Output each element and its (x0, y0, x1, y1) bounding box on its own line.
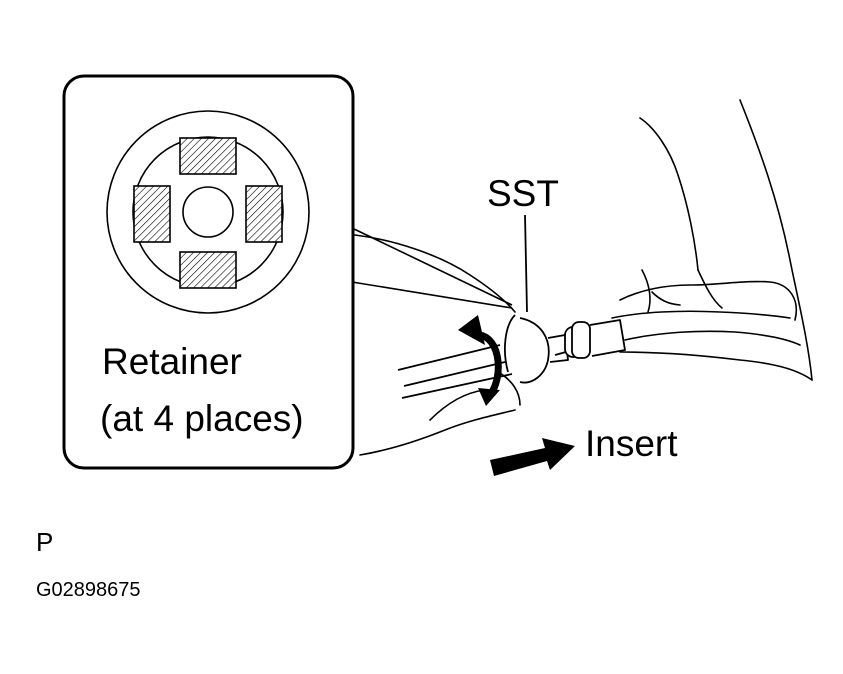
view-marker: P (36, 527, 54, 557)
retainer-detail (106, 110, 310, 314)
insert-arrow-icon (490, 438, 575, 476)
retainer-tab-bottom (179, 251, 237, 289)
callout-pointer-bottom (351, 281, 513, 309)
rotation-arrow-icon (458, 315, 502, 406)
tool-shaft (397, 314, 626, 399)
insert-label: Insert (585, 423, 678, 464)
retainer-places-label: (at 4 places) (100, 398, 304, 439)
sst-label: SST (487, 173, 559, 214)
sst-leader-line (524, 214, 528, 313)
retainer-tab-top (179, 137, 237, 175)
retainer-tab-right (245, 185, 283, 243)
figure-code: G02898675 (36, 579, 141, 601)
callout-pointer-top (351, 227, 513, 306)
retainer-tab-left (133, 185, 171, 243)
right-hand (611, 99, 813, 381)
retainer-label: Retainer (102, 341, 242, 382)
